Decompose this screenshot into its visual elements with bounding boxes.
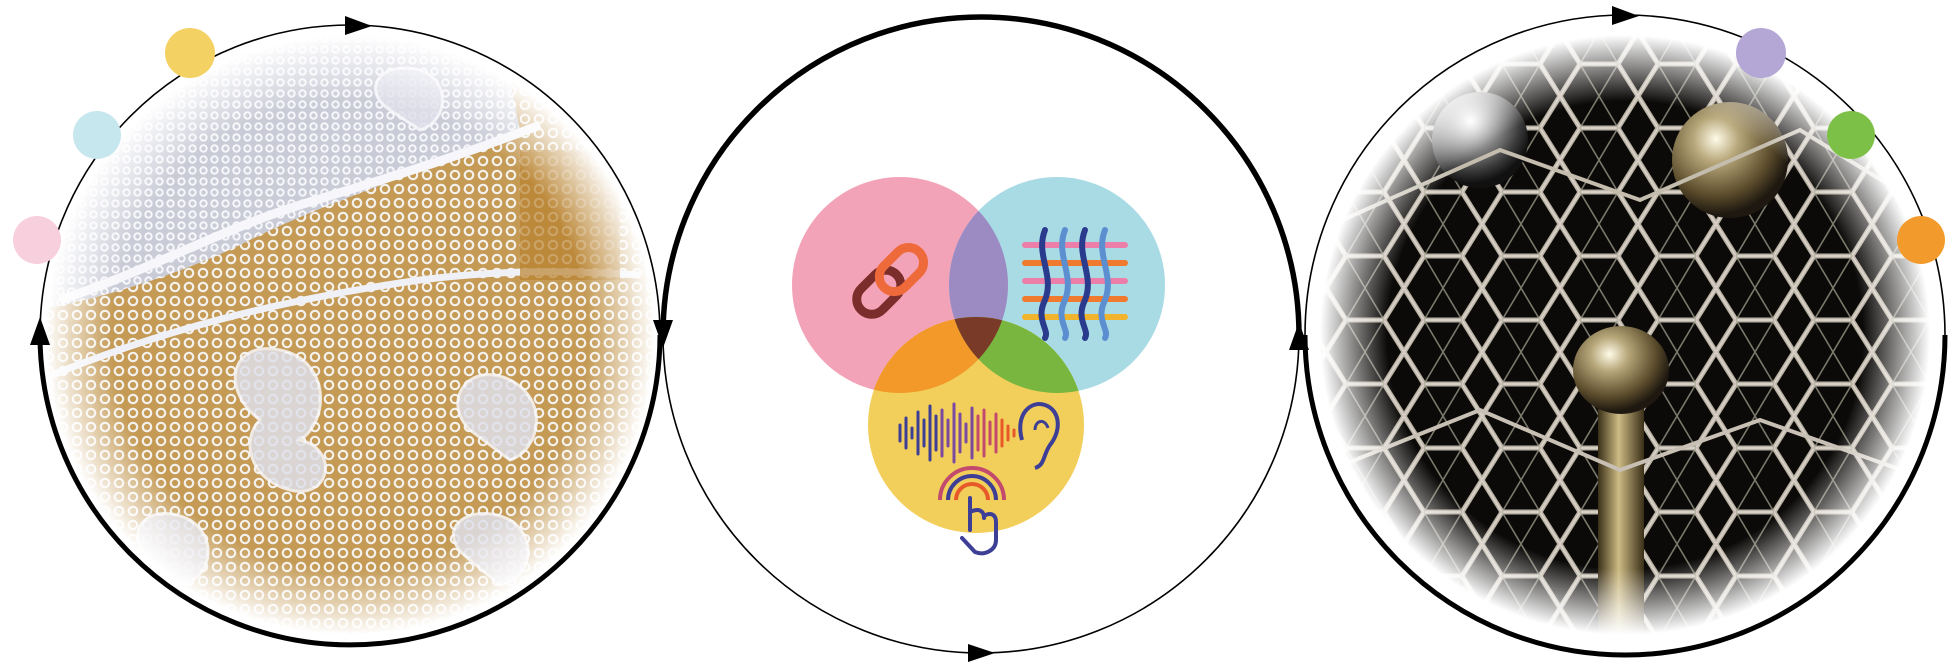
- venn-diagram: [792, 177, 1165, 556]
- chain-link-icon: [852, 242, 929, 319]
- right-ring-arrow-top: [1612, 6, 1639, 25]
- orange-dot: [1897, 216, 1945, 264]
- right-cycle-ring: [1302, 14, 1948, 658]
- sound-wave-ear-touch-icon: [898, 402, 1060, 556]
- yellow-dot: [165, 28, 215, 78]
- woven-threads-icon: [1022, 227, 1128, 341]
- left-ring-arrow-left: [30, 317, 50, 345]
- pins-photo: [1315, 30, 1935, 650]
- left-ring-arrow-top: [345, 16, 372, 35]
- light-blue-dot: [73, 111, 121, 159]
- light-pink-dot: [13, 216, 61, 264]
- green-dot: [1827, 111, 1875, 159]
- left-cycle-ring: [37, 24, 663, 648]
- overlap-blue-yellow: [949, 317, 1084, 393]
- overlap-pink-yellow: [868, 317, 1008, 393]
- purple-dot: [1736, 28, 1786, 78]
- lace-photo: [38, 30, 660, 650]
- center-ring-arrow-bottom: [968, 644, 995, 662]
- center-ring-arrow-left: [653, 320, 673, 348]
